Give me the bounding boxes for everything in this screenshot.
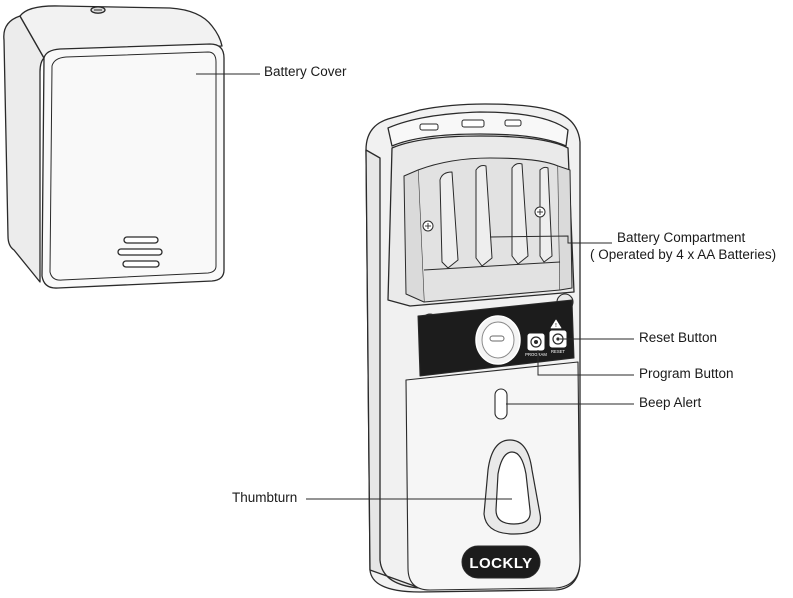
- reset-panel-text: RESET: [551, 349, 565, 354]
- battery-cover-illustration: [3, 5, 225, 289]
- reset-button-label: Reset Button: [639, 330, 718, 345]
- brand-logo: LOCKLY: [469, 555, 532, 572]
- battery-compartment-label: Battery Compartment: [617, 230, 746, 245]
- thumbturn-label: Thumbturn: [232, 490, 298, 505]
- leader-battery-compartment: [489, 235, 612, 244]
- program-button-label: Program Button: [639, 366, 734, 381]
- program-panel-text: PROGRAM: [525, 352, 547, 357]
- battery-compartment-note: ( Operated by 4 x AA Batteries): [590, 247, 777, 262]
- leader-lines: [196, 73, 634, 500]
- battery-cover-label: Battery Cover: [264, 64, 347, 79]
- beep-alert-label: Beep Alert: [639, 395, 702, 410]
- lock-body-illustration: !: [365, 103, 581, 593]
- battery-compartment-callout: Battery Compartment ( Operated by 4 x AA…: [590, 229, 776, 263]
- svg-text:!: !: [555, 323, 557, 329]
- leader-program-button: [537, 350, 634, 376]
